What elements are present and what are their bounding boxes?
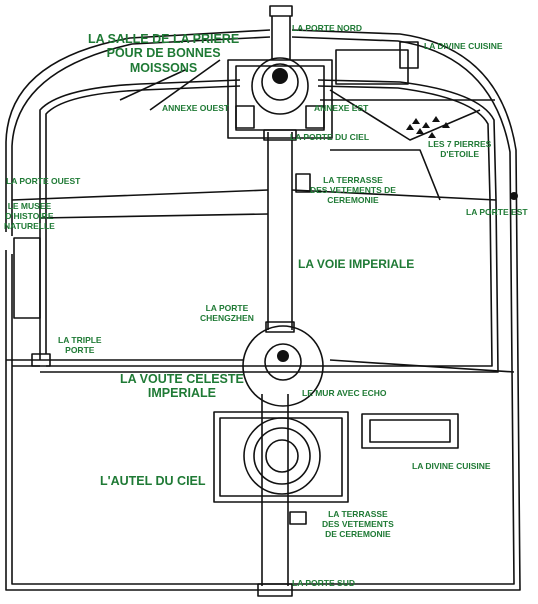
- inner-wall-2: [45, 85, 493, 367]
- porte-sud-building: [257, 583, 293, 597]
- altar-ring-inner: [265, 439, 299, 473]
- terrasse-south-building: [289, 511, 307, 525]
- west-road: [39, 213, 269, 219]
- label-porte-nord: LA PORTE NORD: [292, 23, 363, 33]
- north-way: [271, 16, 291, 60]
- label-annexe-ouest: ANNEXE OUEST: [162, 103, 230, 113]
- label-porte-chengzhen: LA PORTE CHENGZHEN: [200, 303, 254, 323]
- label-voie-imperiale: LA VOIE IMPERIALE: [298, 257, 415, 271]
- south-way-walls: [261, 394, 289, 586]
- hall-compound: [227, 59, 333, 139]
- label-musee: LE MUSEE D'HISTOIRE NATURELLE: [4, 201, 55, 231]
- cross-wall: [6, 359, 515, 373]
- east-west-road: [11, 189, 497, 201]
- altar-compound: [213, 411, 349, 503]
- kitchen-north-building: [399, 41, 419, 69]
- label-divine-cuisine-north: LA DIVINE CUISINE: [424, 41, 503, 51]
- hall-roof: [272, 68, 288, 84]
- kitchen-north-compound: [335, 49, 409, 85]
- hall-terrace-inner: [261, 63, 299, 101]
- annexe-east-building: [305, 105, 325, 129]
- path-nw: [119, 59, 221, 111]
- altar-ring-mid: [253, 427, 311, 485]
- label-voute-celeste: LA VOUTE CELESTE IMPERIALE: [120, 372, 244, 401]
- outer-wall: [5, 29, 521, 591]
- label-terrasse-south: LA TERRASSE DES VETEMENTS DE CEREMONIE: [322, 509, 394, 539]
- seven-stones-group: [406, 116, 450, 138]
- label-annexe-est: ANNEXE EST: [314, 103, 369, 113]
- label-porte-du-ciel: LA PORTE DU CIEL: [290, 132, 370, 142]
- porte-du-ciel-building: [263, 129, 297, 141]
- label-autel-du-ciel: L'AUTEL DU CIEL: [100, 474, 206, 488]
- vault-outer-wall: [242, 325, 324, 407]
- label-terrasse-north: LA TERRASSE DES VETEMENTS DE CEREMONIE: [310, 175, 396, 205]
- hall-terrace-outer: [251, 57, 309, 115]
- label-triple-porte: LA TRIPLE PORTE: [58, 335, 102, 355]
- kitchen-south-inner: [369, 419, 451, 443]
- annexe-west-building: [235, 105, 255, 129]
- label-porte-ouest: LA PORTE OUEST: [6, 176, 81, 186]
- terrasse-north-building: [295, 173, 311, 193]
- porte-nord-building: [269, 5, 293, 17]
- altar-ring-outer: [243, 417, 321, 495]
- label-divine-cuisine-south: LA DIVINE CUISINE: [412, 461, 491, 471]
- porte-est-marker: [510, 192, 518, 200]
- path-se: [330, 149, 441, 201]
- outer-wall-inner: [11, 36, 515, 585]
- path-ne: [329, 89, 481, 141]
- museum-building: [13, 237, 41, 319]
- label-hall-of-prayer: LA SALLE DE LA PRIERE POUR DE BONNES MOI…: [88, 32, 240, 75]
- kitchen-south-compound: [361, 413, 459, 449]
- triple-gate: [31, 353, 51, 367]
- vault-roof: [277, 350, 289, 362]
- label-seven-stones: LES 7 PIERRES D'ETOILE: [428, 139, 492, 159]
- label-porte-sud: LA PORTE SUD: [292, 578, 355, 588]
- vault-inner: [264, 343, 302, 381]
- voie-imperiale-walls: [267, 132, 293, 330]
- label-porte-est: LA PORTE EST: [466, 207, 528, 217]
- label-mur-echo: LE MUR AVEC ECHO: [302, 388, 387, 398]
